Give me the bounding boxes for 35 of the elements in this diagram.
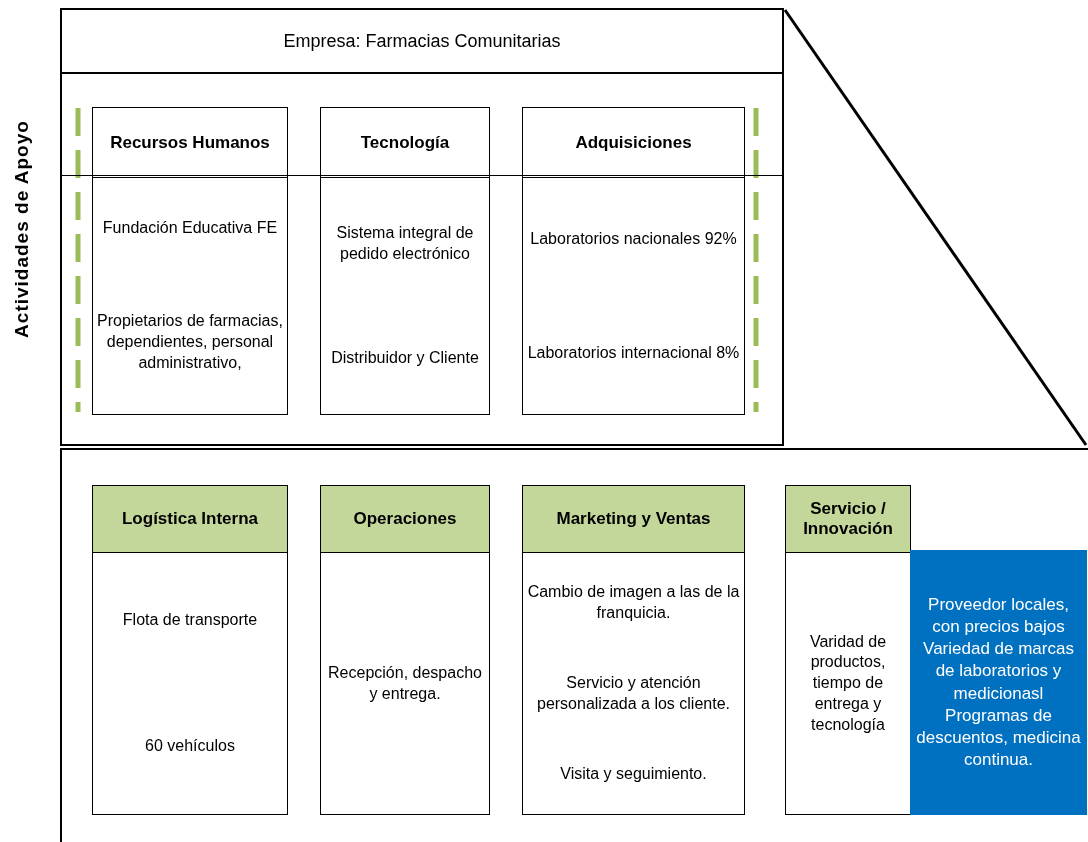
activity-text: Cambio de imagen a las de la franquicia. xyxy=(526,581,741,623)
panel-heading: Empresa: Farmacias Comunitarias xyxy=(62,10,782,74)
activity-text: Laboratorios nacionales 92% xyxy=(530,228,737,249)
activity-text: 60 vehículos xyxy=(145,736,235,757)
activity-card xyxy=(92,107,288,415)
activity-text: Distribuidor y Cliente xyxy=(331,347,479,368)
activity-text: Sistema integral de pedido electrónico xyxy=(335,223,475,265)
activity-card xyxy=(522,107,745,415)
support-activities-panel xyxy=(60,8,784,446)
activity-text: Visita y seguimiento. xyxy=(560,764,707,785)
activity-text: Fundación Educativa FE xyxy=(102,218,278,239)
activity-text: Varidad de productos, tiempo de entrega y tecnología xyxy=(808,631,888,735)
side-label: Actividades de Apoyo xyxy=(11,119,33,340)
activity-text: Laboratorios internacional 8% xyxy=(527,342,740,363)
highlight-text: Variedad de marcas de laboratorios y medicionasl xyxy=(922,638,1075,705)
activity-heading: Recursos Humanos xyxy=(93,108,287,178)
activity-text: Recepción, despacho y entrega. xyxy=(327,662,483,704)
activity-heading: Marketing y Ventas xyxy=(523,486,744,553)
activity-text: Flota de transporte xyxy=(122,609,258,630)
activity-card xyxy=(320,485,490,815)
activity-text: Servicio y atención personalizada a los cliente. xyxy=(536,673,731,714)
activity-card xyxy=(320,107,490,415)
activity-card xyxy=(522,485,745,815)
activity-heading: Operaciones xyxy=(321,486,489,553)
activity-text: Propietarios de farmacias, dependientes, personal administrativo, xyxy=(96,311,284,373)
activity-heading: Logística Interna xyxy=(93,486,287,553)
activity-card xyxy=(92,485,288,815)
primary-activities-panel xyxy=(60,448,1088,842)
highlight-card xyxy=(910,550,1087,815)
highlight-text: Programas de descuentos, medicina continua. xyxy=(915,704,1082,771)
highlight-text: Proveedor locales, con precios bajos xyxy=(927,594,1070,639)
activity-card xyxy=(785,485,911,815)
activity-heading: Tecnología xyxy=(321,108,489,178)
activity-heading: Servicio / Innovación xyxy=(786,486,910,553)
activity-heading: Adquisiciones xyxy=(523,108,744,178)
